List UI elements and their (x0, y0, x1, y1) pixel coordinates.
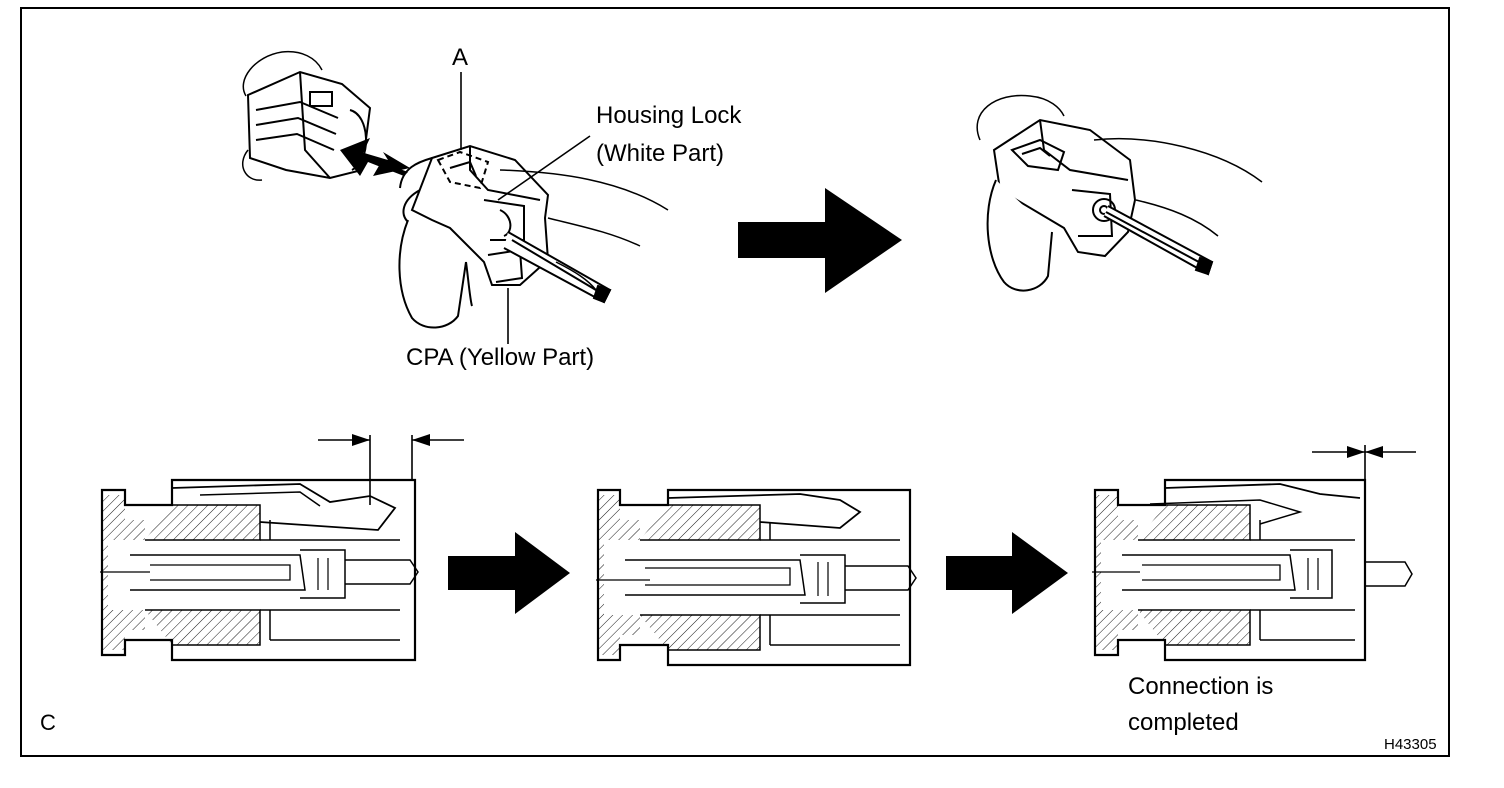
diagram-frame (20, 7, 1450, 757)
label-cpa: CPA (Yellow Part) (406, 344, 595, 371)
step-arrow-top (738, 188, 902, 293)
cross-section-completed (1092, 478, 1413, 662)
step-arrow-bottom-1 (448, 532, 570, 614)
label-housing-lock-line2: (White Part) (596, 140, 725, 167)
connected-connector-illustration (976, 94, 1263, 292)
insertion-arrow (340, 138, 410, 176)
flush-dimension-marker (1312, 445, 1416, 480)
label-housing-lock-line1: Housing Lock (596, 102, 742, 129)
step-arrow-bottom-2 (946, 532, 1068, 614)
male-connector-illustration (398, 144, 669, 329)
label-connection-line2: completed (1128, 709, 1239, 736)
leader-line-housing-lock (497, 135, 591, 201)
label-connection-line1: Connection is (1128, 673, 1274, 700)
cross-section-initial (100, 478, 419, 662)
label-a: A (452, 44, 469, 71)
gap-dimension-marker (318, 434, 464, 505)
figure-code: H43305 (1384, 736, 1437, 753)
panel-letter: C (40, 710, 56, 735)
cross-section-partial (596, 488, 917, 667)
